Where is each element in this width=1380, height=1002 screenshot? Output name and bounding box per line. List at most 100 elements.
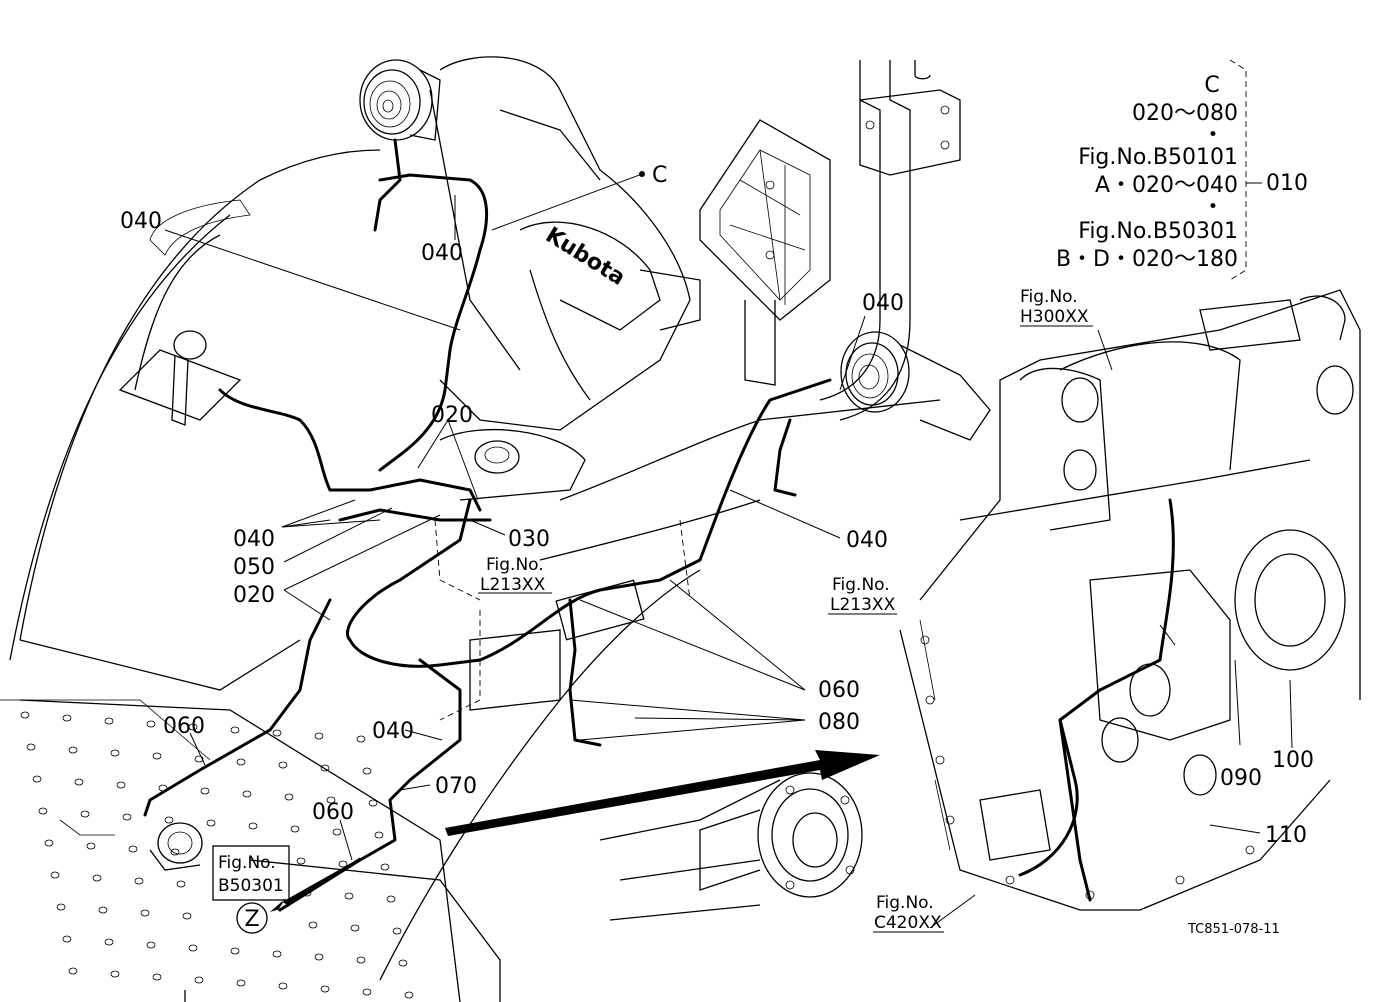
- horn: [439, 429, 586, 501]
- figref-boxes: [212, 325, 1093, 934]
- hidden-lines: [434, 519, 691, 721]
- floor-hole: [152, 973, 162, 981]
- floor-hole: [146, 720, 156, 728]
- rops-frame: [819, 60, 961, 421]
- floor-hole: [380, 863, 390, 871]
- direction-arrows: [270, 750, 880, 912]
- leader-lines: [164, 171, 1293, 929]
- floor-hole: [104, 717, 114, 725]
- floor-hole: [110, 970, 120, 978]
- floor-hole: [314, 953, 324, 961]
- floor-hole: [110, 749, 120, 757]
- floor-hole: [20, 711, 30, 719]
- floor-hole: [308, 921, 318, 929]
- floor-hole: [98, 906, 108, 914]
- floor-hole: [38, 807, 48, 815]
- callout-010: 010: [1266, 171, 1308, 196]
- floor-hole: [272, 729, 282, 737]
- figref-b50301-label: Fig.No.: [218, 853, 276, 873]
- floor-hole: [134, 877, 144, 885]
- bracket-line-2: 020～080: [1132, 101, 1238, 126]
- floor-hole: [200, 787, 210, 795]
- figref-h300-code: H300XX: [1020, 307, 1089, 327]
- floor-hole: [332, 828, 342, 836]
- callout-030: 030: [508, 527, 550, 552]
- callout-c: C: [652, 163, 667, 188]
- fender-left: [0, 149, 381, 761]
- floor-hole: [68, 967, 78, 975]
- figref-c420-label: Fig.No.: [876, 893, 934, 913]
- callout-060-a: 060: [818, 678, 860, 703]
- floor-hole: [398, 959, 408, 967]
- callout-020-b: 020: [233, 583, 275, 608]
- callout-080: 080: [818, 710, 860, 735]
- floor-hole: [62, 714, 72, 722]
- floor-hole: [188, 944, 198, 952]
- callout-020-a: 020: [431, 403, 473, 428]
- seat: [429, 56, 701, 431]
- rear-socket: [149, 822, 203, 871]
- figref-l213-1-code: L213XX: [480, 575, 546, 595]
- floor-hole: [146, 941, 156, 949]
- figref-b50301-code: B50301: [218, 876, 284, 896]
- floor-hole: [338, 860, 348, 868]
- floor-hole: [86, 842, 96, 850]
- callout-070: 070: [435, 774, 477, 799]
- callout-060-b: 060: [163, 714, 205, 739]
- floor-hole: [206, 819, 216, 827]
- transmission-case: [899, 289, 1361, 911]
- floor-hole: [194, 976, 204, 984]
- floor-hole: [182, 912, 192, 920]
- floor-hole: [230, 726, 240, 734]
- floor-plate: [19, 699, 501, 1002]
- bracket-line-5: Fig.No.B50301: [1078, 219, 1238, 244]
- floor-hole: [56, 903, 66, 911]
- left-switch: [171, 330, 207, 426]
- floor-hole: [356, 956, 366, 964]
- floor-hole: [230, 947, 240, 955]
- floor-hole: [32, 775, 42, 783]
- drawing-code: TC851-078-11: [1187, 922, 1280, 937]
- floor-hole: [164, 816, 174, 824]
- floor-hole: [236, 758, 246, 766]
- figref-l213-2-code: L213XX: [830, 595, 896, 615]
- floor-hole: [386, 895, 396, 903]
- floor-hole: [236, 979, 246, 987]
- figref-h300-label: Fig.No.: [1020, 287, 1078, 307]
- floor-hole: [50, 871, 60, 879]
- floor-hole: [104, 938, 114, 946]
- floor-hole: [74, 778, 84, 786]
- floor-hole: [374, 831, 384, 839]
- floor-hole: [368, 799, 378, 807]
- callout-040-f: 040: [372, 719, 414, 744]
- floor-hole: [80, 810, 90, 818]
- floor-hole: [140, 909, 150, 917]
- callout-090: 090: [1220, 766, 1262, 791]
- bracket-line-4: A・020～040: [1095, 173, 1238, 198]
- brand-logo: Kubota: [541, 223, 629, 291]
- work-lamp-left: [359, 59, 441, 141]
- rear-axle-housing: [379, 399, 941, 981]
- floor-hole: [242, 790, 252, 798]
- floor-hole: [314, 732, 324, 740]
- floor-hole: [128, 845, 138, 853]
- figref-c420-code: C420XX: [874, 913, 942, 933]
- figref-l213-2-label: Fig.No.: [832, 575, 890, 595]
- floor-hole: [350, 924, 360, 932]
- floor-hole: [320, 985, 330, 993]
- callout-040-d: 040: [233, 527, 275, 552]
- floor-holes: [20, 711, 414, 999]
- floor-hole: [170, 848, 180, 856]
- floor-hole: [404, 991, 414, 999]
- floor-hole: [344, 892, 354, 900]
- floor-hole: [152, 752, 162, 760]
- floor-hole: [248, 822, 258, 830]
- callout-040-a: 040: [120, 209, 162, 234]
- mesh-guard: [699, 119, 831, 386]
- floor-hole: [320, 764, 330, 772]
- floor-hole: [362, 988, 372, 996]
- figref-l213-1-label: Fig.No.: [486, 555, 544, 575]
- rear-flange: [699, 772, 863, 898]
- zone-marker: Z: [244, 907, 259, 932]
